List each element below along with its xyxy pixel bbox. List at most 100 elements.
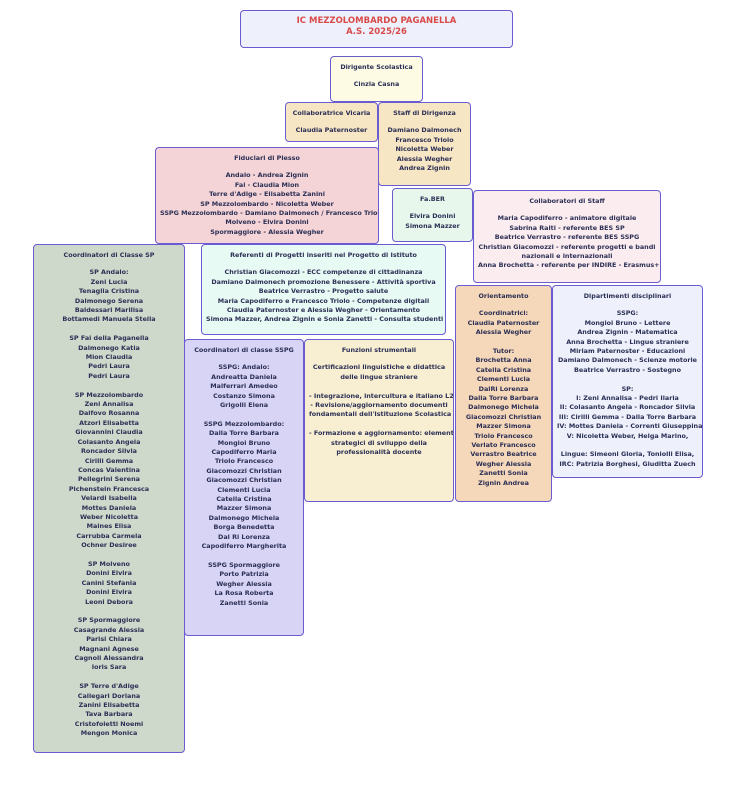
coord-sp-line: Pellegrini Serena [78,475,140,484]
coord-sspg-line: SSPG Mezzolombardo: [203,419,285,428]
referenti-line: Damiano Dalmonech promozione Benessere -… [211,277,436,286]
funzioni-line: - Revisione/aggiornamento documenti [310,401,448,410]
staff-line: Damiano Dalmonech [387,126,462,135]
coord-sp-line: Carrubba Carmela [76,531,142,540]
dipartimenti-line: IV: Mottes Daniela - Correnti Giuseppina [557,422,703,431]
coord-sspg-line [189,410,299,419]
header-line: A.S. 2025/26 [346,27,407,37]
fiduciari-line: Molveno - Elvira Donini [225,218,309,227]
coord-sp-line: Zeni Annalisa [84,400,134,409]
coord-sp-title: Coordinatori di Classe SP [63,251,155,259]
coord-sspg-line: Clementi Lucia [217,485,271,494]
coord-sp-line: SP Fai della Paganella [69,334,149,343]
dipartimenti-line: SP: [621,384,634,393]
orientamento-line: Coordinatrici: [478,309,529,318]
dipartimenti-line: Miriam Paternoster - Educazioni [569,347,686,356]
fiduciari-line: Fai - Claudia Mion [234,180,300,189]
vicaria-title: Collaboratrice Vicaria [292,109,371,117]
coord-sspg-line: Dal Ri Lorenza [218,532,270,541]
coord-sp-line [38,325,180,334]
fiduciari-line: Andalo - Andrea Zignin [225,171,309,180]
funzioni-line [309,382,449,391]
coord-sspg-line: Borga Benedetta [213,523,275,532]
orientamento-line: Clementi Lucia [476,375,531,384]
coord-sp-line: Concas Valentina [78,465,140,474]
coord-sp-line: Canini Stefania [81,578,137,587]
dipartimenti-line: IRC: Patrizia Borghesi, Giuditta Zuech [559,459,696,468]
orientamento-line: DalRi Lorenza [478,384,529,393]
coord-sspg-line: Porto Patrizia [219,570,269,579]
funzioni-line [309,420,449,429]
orientamento-line: Dalmonego Michela [468,403,539,412]
referenti-title: Referenti di Progetti inseriti nel Proge… [230,251,417,259]
referenti-line: Beatrice Verrastro - Progetto salute [258,287,389,296]
orientamento-line: Verrastro Beatrice [470,450,537,459]
funzioni-line: fondamentali dell'Istituzione Scolastica [309,410,452,419]
dirigente-line: Cinzia Casna [353,80,400,89]
orientamento-line: Dalla Torre Barbara [468,394,539,403]
coord-sspg-title: Coordinatori di classe SSPG [194,346,294,354]
coord-sp-line: Ioris Sara [91,663,127,672]
coord-sp-line: Atzori Elisabetta [79,418,139,427]
collaboratori-line: Christian Giacomozzi - referente progett… [478,242,656,251]
vicaria-line: Claudia Paternoster [295,126,368,135]
dipartimenti-line: II: Colasanto Angela - Roncador Silvia [559,403,696,412]
funzioni-line: - Integrazione, intercultura e italiano … [309,391,454,400]
coord-sspg-line: Costanzo Simona [213,391,275,400]
orientamento-line: Giacomozzi Christian [465,412,542,421]
collaboratori-line: Anna Brochetta - referente per INDIRE - … [478,261,660,270]
coord-sp-line: Magnani Agnese [79,644,139,653]
coord-sp-line: SP Molveno [88,559,130,568]
coord-sspg-line: Zanetti Sonia [219,598,269,607]
coord-sspg-line: Malferrari Amedeo [210,382,278,391]
staff-line: Nicoletta Weber [395,145,454,154]
coord-sspg-line: Wegher Alessia [216,579,272,588]
coord-sspg-line: SSPG Spormaggiore [208,560,280,569]
staff-line: Francesco Triolo [395,135,454,144]
coord-sp-line: SP Spormaggiore [77,616,141,625]
coord-sspg-line [189,552,299,561]
faber-line: Simona Mazzer [405,221,460,230]
coord-sp-line [38,607,180,616]
dipartimenti-line: I: Zeni Annalisa - Pedri Ilaria [576,394,679,403]
coord-sp-line: Mengon Monica [80,729,138,738]
coord-sp-line: Ochner Desiree [81,541,137,550]
staff-line: Andrea Zignin [399,164,450,173]
coord-sspg-line: Dalla Torre Barbara [209,429,279,438]
coord-sp-line: SP Terre d'Adige [79,682,139,691]
funzioni-line: Certificazioni linguistiche e didattica [312,363,446,372]
dipartimenti-line: SSPG: [616,309,639,318]
coord-sp-line: Pedri Laura [88,362,130,371]
coord-sspg-line: Catella Cristina [216,495,272,504]
coord-sspg-line: La Rosa Roberta [214,589,274,598]
coord-sp-line: Weber Nicoletta [79,512,139,521]
coord-sp-line: Dalmonego Serena [74,296,144,305]
coord-sp-line: Mion Claudia [85,353,133,362]
coord-sp-line: Zeni Lucia [90,277,128,286]
coord-sp-line: Tenaglia Cristina [78,287,140,296]
dipartimenti-line [557,441,698,450]
coord-sp-line: Colasanto Angela [77,437,141,446]
header-line: IC MEZZOLOMBARDO PAGANELLA [296,16,457,26]
dipartimenti-title: Dipartimenti disciplinari [583,292,672,300]
coord-sp-line: SP Mezzolombardo [74,390,144,399]
coord-sp-line [38,673,180,682]
coord-sp-line: Zanini Elisabetta [78,701,140,710]
coord-sspg-line: Dalmonego Michela [208,513,280,522]
dipartimenti-line: Damiano Dalmonech - Scienze motorie [557,356,698,365]
coord-sp-line: Mottes Daniela [81,503,137,512]
dipartimenti-line: Mongioi Bruno - Lettere [584,318,671,327]
coord-sspg-line: Giacomozzi Christian [206,476,282,485]
collaboratori-line: Maria Capodiferro - animatore digitale [497,214,637,223]
coord-sspg-line: Capodiferro Margherita [201,542,287,551]
dipartimenti-line: Anna Brochetta - Lingue straniere [566,337,689,346]
